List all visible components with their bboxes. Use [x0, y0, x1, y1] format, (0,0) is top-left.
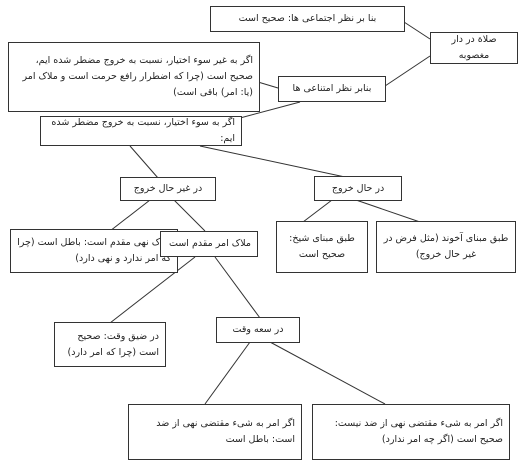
- edge-notduring-command: [173, 199, 206, 232]
- node-not-during-exit: در غیر حال خروج: [120, 177, 216, 201]
- node-with-choice: اگر به سوء اختیار، نسبت به خروج مضطر شده…: [40, 116, 242, 146]
- node-opposite-required: اگر امر به شیء مقتضی نهی از ضد است: باطل…: [128, 404, 302, 460]
- edge-withchoice-notduring: [129, 145, 159, 179]
- edge-command-narrow: [109, 256, 196, 324]
- node-narrow-time: در ضیق وقت: صحیح است (چرا که امر دارد): [54, 322, 166, 367]
- edge-command-wide: [214, 256, 261, 319]
- node-prohibition-priority: ملاک نهی مقدم است: باطل است (چرا که امر …: [10, 229, 178, 273]
- edge-notduring-prohibition: [109, 199, 151, 232]
- node-during-exit: در حال خروج: [314, 176, 402, 201]
- node-command-priority: ملاک امر مقدم است: [160, 231, 258, 257]
- edge-wide-required: [204, 341, 251, 405]
- edge-separation-with-choice: [239, 101, 301, 119]
- edge-during-akhund: [355, 199, 421, 223]
- node-opposite-not-required: اگر امر به شیء مقتضی نهی از ضد نیست: صحی…: [312, 404, 510, 460]
- node-separation-view: بنابر نظر امتناعی ها: [278, 76, 386, 102]
- node-unity-view: بنا بر نظر اجتماعی ها: صحیح است: [210, 6, 405, 32]
- edge-separation-without-choice: [257, 81, 279, 89]
- node-wide-time: در سعه وقت: [216, 317, 300, 343]
- node-without-choice: اگر به غیر سوء اختیار، نسبت به خروج مضطر…: [8, 42, 260, 112]
- node-akhund: طبق مبنای آخوند (مثل فرض در غیر حال خروج…: [376, 221, 516, 273]
- edge-withchoice-during: [199, 145, 346, 178]
- edge-root-separation: [384, 55, 431, 87]
- node-root: صلاة در دار مغصوبه: [430, 32, 518, 64]
- node-shaykh: طبق مبنای شیخ: صحیح است: [276, 221, 368, 273]
- edge-root-unity: [403, 21, 431, 40]
- edge-during-shaykh: [302, 199, 333, 223]
- edge-wide-notrequired: [269, 341, 386, 405]
